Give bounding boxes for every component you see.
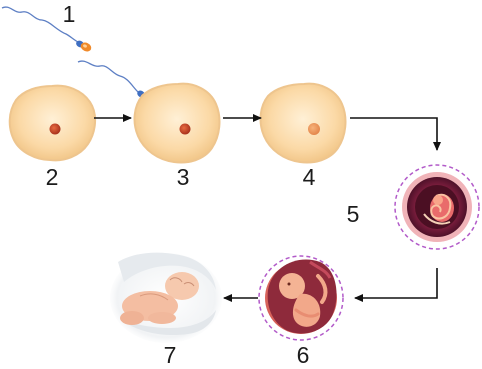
egg-cell-icon bbox=[10, 86, 95, 161]
baby-icon bbox=[110, 253, 222, 343]
stage-label-embryo: 5 bbox=[341, 203, 365, 226]
embryo-icon bbox=[395, 165, 479, 249]
stage-label-fetus: 6 bbox=[291, 344, 315, 367]
egg-cell-icon bbox=[135, 84, 220, 163]
stage-label-baby: 7 bbox=[158, 344, 182, 367]
stage-label-zygote: 4 bbox=[297, 166, 321, 189]
stage-label-egg: 2 bbox=[40, 166, 64, 189]
arrow-down-icon bbox=[350, 118, 437, 150]
stage-label-sperm: 1 bbox=[57, 3, 81, 26]
stage-label-fertilization: 3 bbox=[171, 166, 195, 189]
fetus-icon bbox=[259, 256, 343, 340]
egg-cell-icon bbox=[261, 84, 346, 163]
arrow-left-icon bbox=[355, 268, 437, 298]
